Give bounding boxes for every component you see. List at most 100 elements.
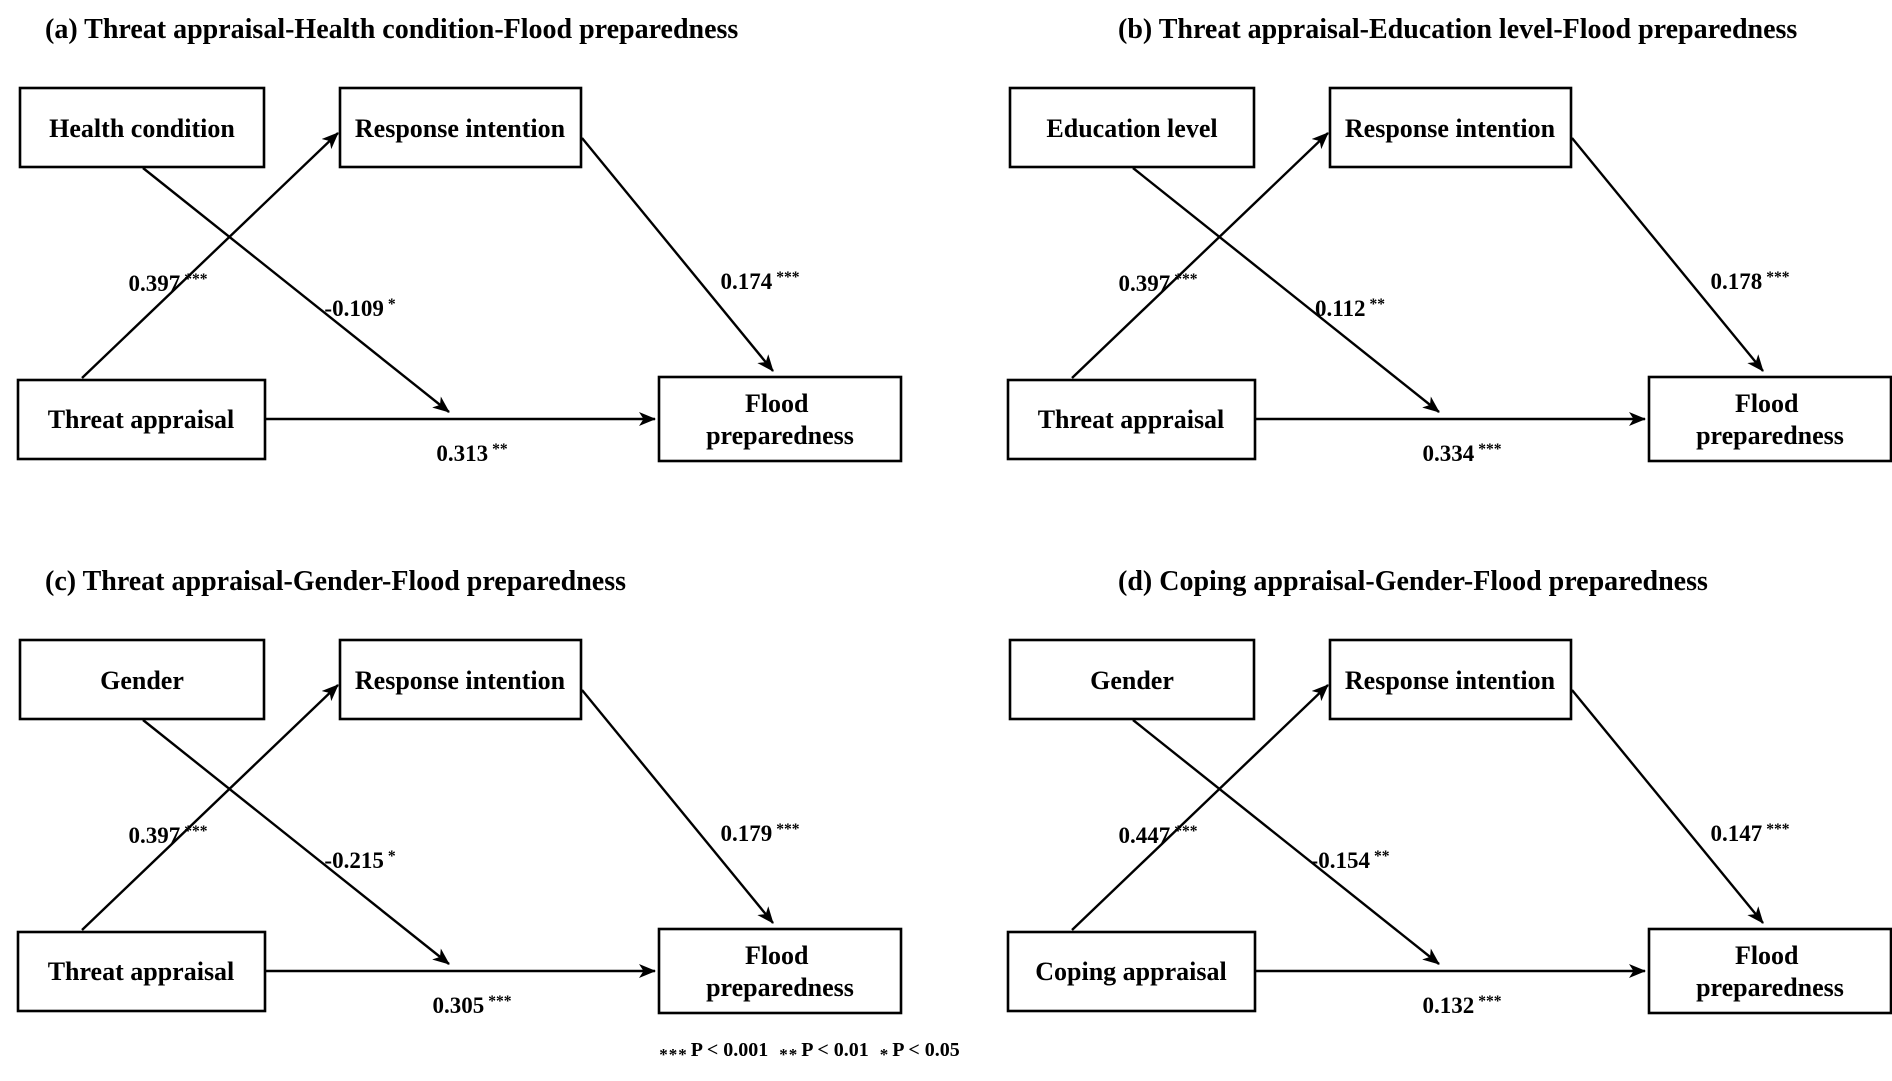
coefficient-predictor-to-outcome: 0.132*** xyxy=(1423,993,1502,1018)
footnote-stars-p05: * xyxy=(879,1045,890,1065)
arrow-mediator-to-outcome xyxy=(581,689,774,924)
coefficient-value: 0.147 xyxy=(1711,821,1763,846)
arrow-moderator-to-direct-path xyxy=(142,719,450,965)
outcome-label-line1: Flood xyxy=(745,389,809,418)
predictor-label: Threat appraisal xyxy=(1038,405,1225,434)
coefficient-value: 0.397 xyxy=(129,823,181,848)
arrow-moderator-to-direct-path xyxy=(142,167,450,413)
predictor-label: Threat appraisal xyxy=(48,405,235,434)
coefficient-moderator-to-direct-path: 0.112** xyxy=(1315,296,1385,321)
coefficient-value: -0.109 xyxy=(324,296,383,321)
moderator-label: Education level xyxy=(1046,114,1217,143)
panel-b: (b) Threat appraisal-Education level-Flo… xyxy=(1006,14,1892,466)
significance-stars: * xyxy=(388,848,396,865)
significance-stars: *** xyxy=(776,269,800,286)
coefficient-value: 0.397 xyxy=(129,271,181,296)
outcome-label-line2: preparedness xyxy=(706,421,854,450)
panel-title: (c) Threat appraisal-Gender-Flood prepar… xyxy=(45,566,626,597)
significance-stars: *** xyxy=(1478,993,1502,1010)
coefficient-value: 0.179 xyxy=(721,821,773,846)
panel-title: (b) Threat appraisal-Education level-Flo… xyxy=(1118,14,1797,45)
arrow-predictor-to-mediator xyxy=(1071,132,1329,379)
outcome-label: Flood preparedness xyxy=(1696,941,1844,1002)
coefficient-mediator-to-outcome: 0.178*** xyxy=(1711,269,1790,294)
coefficient-mediator-to-outcome: 0.179*** xyxy=(721,821,800,846)
coefficient-mediator-to-outcome: 0.147*** xyxy=(1711,821,1790,846)
arrow-predictor-to-mediator xyxy=(81,132,339,379)
moderator-label: Health condition xyxy=(49,114,235,143)
significance-stars: ** xyxy=(1374,848,1390,865)
coefficient-mediator-to-outcome: 0.174*** xyxy=(721,269,800,294)
significance-stars: *** xyxy=(1766,821,1790,838)
footnote-text-p05: P < 0.05 xyxy=(892,1039,960,1061)
coefficient-moderator-to-direct-path: -0.154** xyxy=(1311,848,1390,873)
coefficient-moderator-to-direct-path: -0.109* xyxy=(324,296,395,321)
moderator-label: Gender xyxy=(100,666,184,695)
outcome-label-line1: Flood xyxy=(1735,389,1799,418)
coefficient-predictor-to-mediator: 0.397*** xyxy=(1119,271,1198,296)
coefficient-value: 0.132 xyxy=(1423,993,1475,1018)
mediator-label: Response intention xyxy=(1345,666,1556,695)
moderator-box xyxy=(18,86,266,169)
mediator-label: Response intention xyxy=(355,666,566,695)
arrow-moderator-to-direct-path xyxy=(1132,719,1440,965)
outcome-box xyxy=(1647,927,1892,1015)
predictor-box xyxy=(16,378,267,461)
coefficient-value: 0.397 xyxy=(1119,271,1171,296)
outcome-label: Flood preparedness xyxy=(706,941,854,1002)
significance-stars: ** xyxy=(1369,296,1385,313)
coefficient-predictor-to-outcome: 0.305*** xyxy=(433,993,512,1018)
moderator-box xyxy=(1008,638,1256,721)
coefficient-moderator-to-direct-path: -0.215 * xyxy=(324,848,395,873)
coefficient-predictor-to-outcome: 0.334*** xyxy=(1423,441,1502,466)
footnote-stars-p01: ** xyxy=(779,1045,799,1065)
significance-stars: *** xyxy=(1174,271,1198,288)
coefficient-value: 0.174 xyxy=(721,269,773,294)
outcome-label-line1: Flood xyxy=(745,941,809,970)
significance-stars: *** xyxy=(1766,269,1790,286)
coefficient-predictor-to-mediator: 0.397*** xyxy=(129,271,208,296)
moderator-box xyxy=(18,638,266,721)
footnote-text-p001: P < 0.001 xyxy=(690,1039,769,1061)
outcome-label: Flood preparedness xyxy=(706,389,854,450)
arrow-mediator-to-outcome xyxy=(581,137,774,372)
outcome-label-line2: preparedness xyxy=(1696,421,1844,450)
arrow-moderator-to-direct-path xyxy=(1132,167,1440,413)
outcome-box xyxy=(657,927,903,1015)
arrow-mediator-to-outcome xyxy=(1571,137,1764,372)
coefficient-predictor-to-mediator: 0.397*** xyxy=(129,823,208,848)
arrow-predictor-to-mediator xyxy=(1071,684,1329,931)
predictor-label: Coping appraisal xyxy=(1035,957,1226,986)
significance-stars: *** xyxy=(184,823,208,840)
panel-d: (d) Coping appraisal-Gender-Flood prepar… xyxy=(1006,566,1892,1018)
panel-title: (a) Threat appraisal-Health condition-Fl… xyxy=(45,14,738,45)
significance-stars: *** xyxy=(1478,441,1502,458)
moderator-box xyxy=(1008,86,1256,169)
arrow-mediator-to-outcome xyxy=(1571,689,1764,924)
footnote-stars-p001: *** xyxy=(659,1045,688,1065)
outcome-label: Flood preparedness xyxy=(1696,389,1844,450)
coefficient-value: 0.178 xyxy=(1711,269,1763,294)
coefficient-value: 0.334 xyxy=(1423,441,1475,466)
predictor-label: Threat appraisal xyxy=(48,957,235,986)
coefficient-value: 0.112 xyxy=(1315,296,1365,321)
significance-stars: *** xyxy=(1174,823,1198,840)
predictor-box xyxy=(1006,930,1257,1013)
outcome-label-line1: Flood xyxy=(1735,941,1799,970)
footnote-text-p01: P < 0.01 xyxy=(801,1039,869,1061)
coefficient-value: -0.215 xyxy=(324,848,383,873)
significance-stars: *** xyxy=(184,271,208,288)
significance-stars: *** xyxy=(488,993,512,1010)
coefficient-value: 0.313 xyxy=(436,441,488,466)
outcome-label-line2: preparedness xyxy=(706,973,854,1002)
outcome-box xyxy=(657,375,903,463)
panel-c: (c) Threat appraisal-Gender-Flood prepar… xyxy=(16,566,903,1018)
arrow-predictor-to-mediator xyxy=(81,684,339,931)
significance-stars: *** xyxy=(776,821,800,838)
coefficient-value: 0.447 xyxy=(1119,823,1171,848)
mediator-box xyxy=(338,638,583,721)
mediator-label: Response intention xyxy=(1345,114,1556,143)
coefficient-value: -0.154 xyxy=(1311,848,1371,873)
predictor-box xyxy=(16,930,267,1013)
